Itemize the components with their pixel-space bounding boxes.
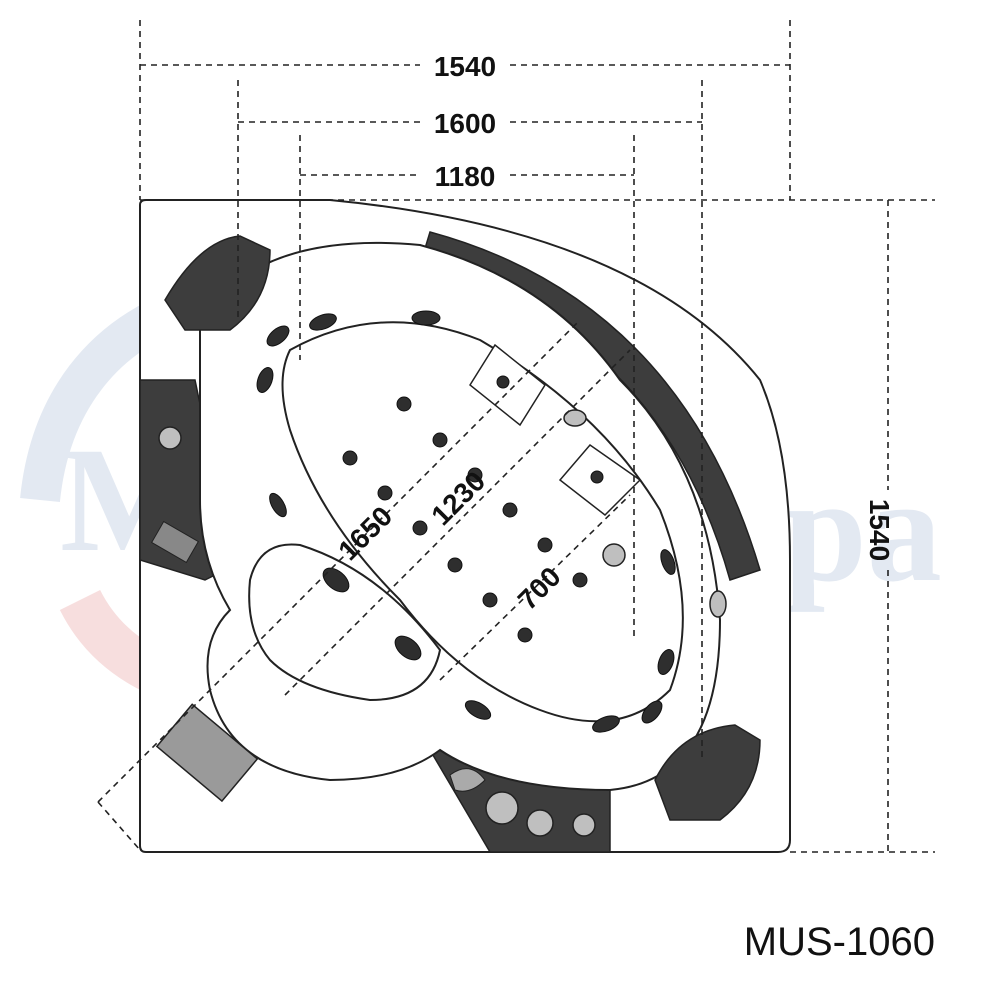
dim-label-1540-width: 1540 (434, 51, 496, 82)
rim-jet (322, 567, 350, 593)
rim-jet (411, 310, 441, 326)
jets (342, 375, 604, 643)
rim-jet (266, 325, 290, 347)
rim-jet (269, 492, 287, 518)
jet (572, 572, 588, 588)
rim-jets (256, 310, 727, 733)
control-keypad (150, 520, 200, 564)
jet (447, 557, 463, 573)
drain (602, 543, 626, 567)
jet (590, 470, 604, 484)
jet (342, 450, 358, 466)
rim-jet (592, 715, 620, 733)
rim-jet (660, 549, 676, 575)
control-knob-4 (449, 768, 486, 792)
jet (502, 502, 518, 518)
dim-label-1540-height: 1540 (864, 499, 895, 561)
rim-jet (709, 590, 727, 618)
dim-label-1600: 1600 (434, 108, 496, 139)
tub-seat (248, 543, 442, 702)
model-code: MUS-1060 (744, 920, 935, 964)
rim-jet (394, 635, 422, 661)
headrest-bottom-right (654, 724, 761, 821)
dim-diag-1650 (97, 319, 581, 803)
headrest-top-left (164, 235, 271, 331)
control-knob-left (158, 426, 182, 450)
dim-diag-700 (439, 494, 631, 681)
rim-jet (641, 700, 663, 724)
dim-diag-1230 (284, 349, 631, 696)
overflow (563, 409, 587, 427)
dimension-lines (97, 20, 935, 853)
jet (496, 375, 510, 389)
control-knob-1 (485, 791, 519, 825)
rim-jet (464, 700, 492, 720)
filter-cover (155, 703, 259, 803)
jet (537, 537, 553, 553)
jet (412, 520, 428, 536)
rim-jet (256, 367, 274, 393)
dim-diag-1650-end (97, 801, 141, 851)
control-knob-2 (526, 809, 554, 837)
jet (377, 485, 393, 501)
dim-label-1180: 1180 (435, 161, 496, 192)
rim-jet (309, 313, 337, 331)
rim-jet (657, 649, 675, 675)
jet (482, 592, 498, 608)
jet (467, 467, 483, 483)
jet (517, 627, 533, 643)
jet (396, 396, 412, 412)
control-knob-3 (572, 813, 596, 837)
jet (432, 432, 448, 448)
